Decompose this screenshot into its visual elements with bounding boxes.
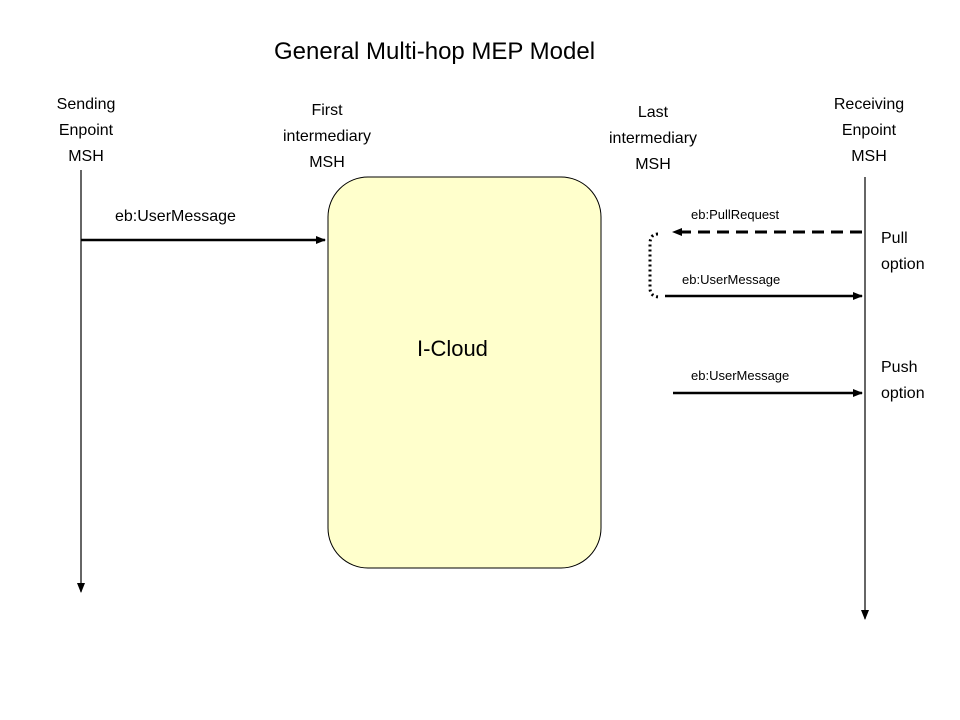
pull-user-message-label: eb:UserMessage	[682, 272, 781, 287]
sending-endpoint-label: Sending Enpoint MSH	[56, 96, 116, 165]
push-user-message-label: eb:UserMessage	[691, 368, 790, 383]
send-user-message-label: eb:UserMessage	[115, 208, 236, 225]
first-intermediary-label: First intermediary MSH	[282, 102, 372, 171]
last-intermediary-label: Last intermediary MSH	[608, 104, 698, 173]
receiving-endpoint-label: Receiving Enpoint MSH	[833, 96, 905, 165]
push-option-label: Push option	[881, 359, 925, 402]
pull-correlation-bracket	[648, 232, 661, 299]
diagram-title: General Multi-hop MEP Model	[274, 38, 596, 65]
i-cloud-box	[327, 176, 602, 569]
i-cloud-label: I-Cloud	[417, 336, 488, 361]
pull-option-label: Pull option	[881, 230, 925, 273]
pull-request-label: eb:PullRequest	[691, 207, 780, 222]
